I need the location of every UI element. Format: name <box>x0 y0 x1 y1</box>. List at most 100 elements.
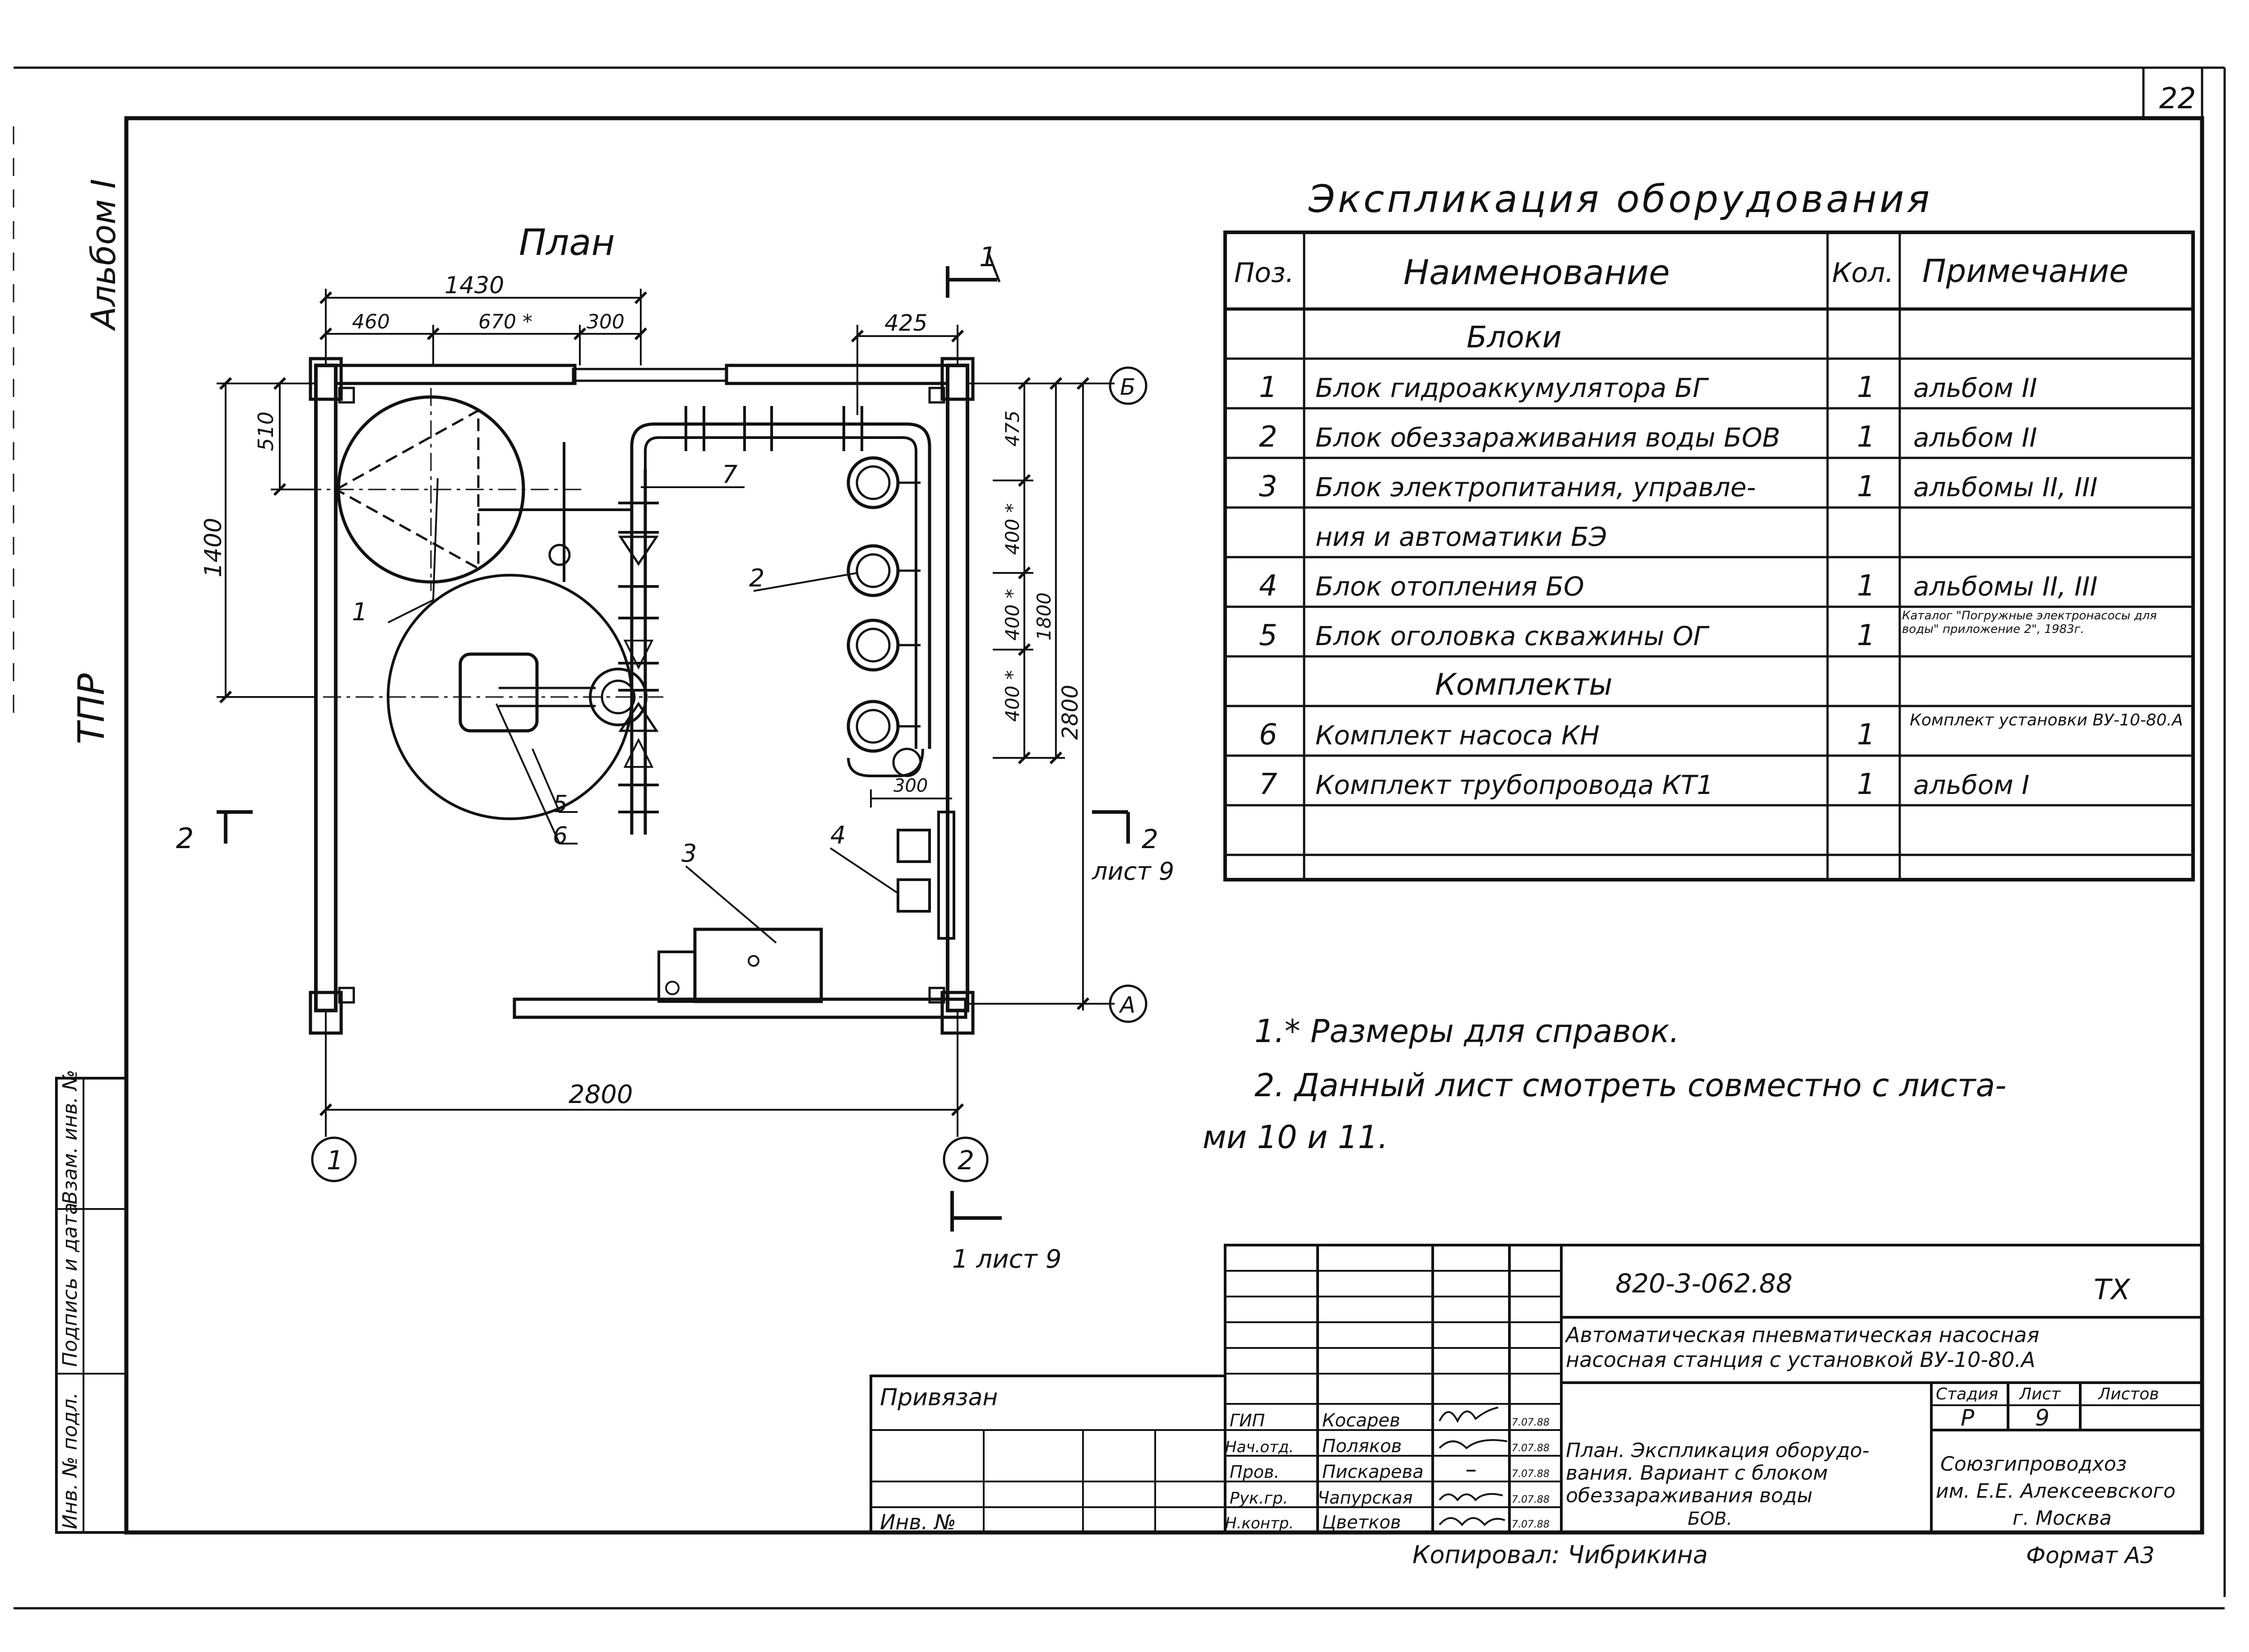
project-title-1: Автоматическая пневматическая насосная <box>1564 1323 2039 1347</box>
svg-text:альбом II: альбом II <box>1913 373 2037 403</box>
section-2-right-sheet: лист 9 <box>1092 857 1174 886</box>
svg-text:Блок отопления БО: Блок отопления БО <box>1315 571 1584 602</box>
dim-400-c: 400 * <box>1001 670 1023 722</box>
header-name: Наименование <box>1403 252 1670 292</box>
svg-text:1: 1 <box>1857 470 1875 503</box>
svg-text:Чапурская: Чапурская <box>1318 1488 1413 1508</box>
plan-title: План <box>519 221 615 263</box>
sheet-header: Лист <box>2018 1385 2061 1403</box>
dim-510: 510 <box>254 411 278 451</box>
svg-text:7: 7 <box>1259 768 1277 801</box>
equipment-1-hydroaccumulator <box>271 388 587 591</box>
dim-300-heating: 300 <box>893 775 928 796</box>
svg-text:Комплект трубопровода КТ1: Комплект трубопровода КТ1 <box>1315 770 1713 800</box>
note-2-line-1: 2. Данный лист смотреть совместно с лист… <box>1254 1067 2007 1104</box>
svg-text:3: 3 <box>1259 470 1277 503</box>
notes: 1.* Размеры для справок. 2. Данный лист … <box>1203 1013 2007 1156</box>
svg-text:6: 6 <box>1259 718 1277 752</box>
signature <box>1439 1517 1505 1527</box>
title-block: 820-3-062.88 ТХ Автоматическая пневматич… <box>870 1244 2203 1569</box>
stamp-inv-podl: Инв. № подл. <box>59 1392 82 1529</box>
svg-text:Пров.: Пров. <box>1230 1462 1279 1482</box>
svg-text:4: 4 <box>1259 569 1277 603</box>
svg-text:1: 1 <box>1857 718 1875 752</box>
svg-text:7.07.88: 7.07.88 <box>1512 1468 1550 1480</box>
plan-walls <box>309 357 975 1035</box>
pos-label-4: 4 <box>830 821 846 849</box>
position-leaders <box>388 478 899 944</box>
pos-label-5: 5 <box>553 791 568 818</box>
svg-text:альбом I: альбом I <box>1913 770 2029 800</box>
svg-text:7.07.88: 7.07.88 <box>1512 1494 1550 1505</box>
tpr-label: ТПР <box>70 673 112 744</box>
dim-400-a: 400 * <box>1001 503 1023 555</box>
svg-text:7.07.88: 7.07.88 <box>1512 1417 1550 1428</box>
table-row: ния и автоматики БЭ <box>1315 521 1607 552</box>
axis-bubble-b: Б <box>1109 366 1148 405</box>
svg-text:7.07.88: 7.07.88 <box>1512 1443 1550 1454</box>
svg-text:Рук.гр.: Рук.гр. <box>1230 1489 1288 1508</box>
group-label-bloki: Блоки <box>1467 320 1562 355</box>
group-label-komplekty: Комплекты <box>1435 667 1612 702</box>
svg-text:альбом II: альбом II <box>1913 422 2037 453</box>
signature <box>1439 1493 1503 1502</box>
svg-text:ния и автоматики БЭ: ния и автоматики БЭ <box>1315 521 1607 552</box>
section-2-right-num: 2 <box>1142 824 1158 854</box>
svg-text:1: 1 <box>1857 619 1875 652</box>
svg-text:2: 2 <box>958 1145 974 1176</box>
explication-table: Экспликация оборудования Поз. Наименован… <box>1223 177 2195 881</box>
stamp-podpis-data: Подпись и дата <box>59 1203 82 1367</box>
page-number: 22 <box>2159 82 2196 115</box>
pos-label-6: 6 <box>553 822 568 849</box>
svg-text:1: 1 <box>1857 768 1875 801</box>
stamp-vzam-inv: Взам. инв. № <box>59 1070 82 1204</box>
piping-kt1 <box>478 406 931 835</box>
table-row: 3 Блок электропитания, управле- 1 альбом… <box>1259 470 2097 503</box>
stage-value: Р <box>1961 1405 1975 1431</box>
pos-label-3: 3 <box>681 839 697 868</box>
project-title-2: насосная станция с установкой ВУ-10-80.А <box>1566 1347 2036 1372</box>
dim-2800-vertical: 2800 <box>1058 685 1083 740</box>
sheet-title-2: вания. Вариант с блоком <box>1566 1462 1828 1485</box>
dim-300: 300 <box>587 310 625 333</box>
axis-bubble-1: 1 <box>311 1136 357 1182</box>
svg-text:Пискарева: Пискарева <box>1322 1462 1424 1482</box>
doc-discipline: ТХ <box>2094 1273 2131 1306</box>
org-line-2: им. Е.Е. Алексеевского <box>1936 1480 2175 1503</box>
header-qty: Кол. <box>1832 257 1894 289</box>
signature <box>1439 1407 1499 1423</box>
note-row-6-fo: Комплект установки ВУ-10-80.А <box>1910 711 2183 729</box>
svg-text:А: А <box>1119 992 1135 1018</box>
dim-425: 425 <box>884 310 927 336</box>
svg-text:1: 1 <box>1259 371 1277 404</box>
privyazan-label: Привязан <box>880 1384 998 1411</box>
org-line-3: г. Москва <box>2013 1507 2112 1530</box>
note-row-5-fo: Каталог "Погружные электронасосы для вод… <box>1902 609 2157 636</box>
note-2-line-2: ми 10 и 11. <box>1203 1119 1388 1156</box>
plan-dimension-lines <box>217 289 1115 1137</box>
equipment-4-heating <box>897 811 955 940</box>
sheets-header: Листов <box>2097 1385 2159 1403</box>
dim-1400: 1400 <box>200 518 227 577</box>
dim-1800: 1800 <box>1033 592 1055 641</box>
pos-label-1: 1 <box>352 598 367 626</box>
table-row: 5 Блок оголовка скважины ОГ 1 Каталог "П… <box>1259 609 2157 652</box>
signer-row: Рук.гр. Чапурская 7.07.88 <box>1230 1488 1550 1508</box>
section-1-top-label: 1 <box>979 241 996 273</box>
copied-by: Копировал: Чибрикина <box>1412 1541 1708 1569</box>
signer-row: Пров. Пискарева 7.07.88 <box>1230 1462 1550 1482</box>
sheet-value: 9 <box>2035 1405 2050 1431</box>
header-note: Примечание <box>1922 253 2129 290</box>
axis-bubble-a: А <box>1109 984 1148 1023</box>
section-mark-2-left <box>217 810 253 844</box>
sheet-title-3: обеззараживания воды <box>1566 1484 1813 1507</box>
table-row: 1 Блок гидроаккумулятора БГ 1 альбом II <box>1259 371 2037 404</box>
svg-text:1: 1 <box>327 1145 343 1176</box>
svg-text:Б: Б <box>1120 374 1135 400</box>
inv-label: Инв. № <box>880 1510 956 1534</box>
dim-460: 460 <box>352 310 390 333</box>
album-label: Альбом I <box>84 179 123 331</box>
svg-text:Блок обеззараживания воды БОВ: Блок обеззараживания воды БОВ <box>1315 422 1780 453</box>
signer-row: Нач.отд. Поляков 7.07.88 <box>1225 1436 1550 1457</box>
